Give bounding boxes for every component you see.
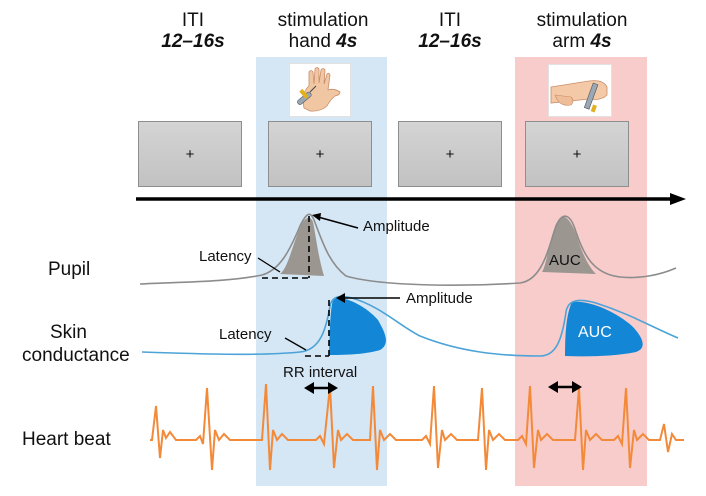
phase-subtitle: hand bbox=[288, 31, 331, 52]
phase-iti-1: ITI 12–16s bbox=[148, 10, 238, 52]
arm-stimulation-icon bbox=[548, 64, 612, 117]
phase-iti-2: ITI 12–16s bbox=[405, 10, 495, 52]
rr-interval-label: RR interval bbox=[283, 364, 358, 381]
row-label-pupil: Pupil bbox=[48, 259, 91, 280]
row-label-skin-2: conductance bbox=[22, 345, 130, 366]
pupil-auc-hand bbox=[280, 217, 324, 276]
fixation-cross: + bbox=[445, 145, 455, 163]
pupil-amplitude-label: Amplitude bbox=[363, 218, 430, 235]
fixation-cross: + bbox=[185, 145, 195, 163]
row-label-heart: Heart beat bbox=[22, 429, 111, 450]
skin-latency-marker bbox=[284, 337, 329, 357]
screen-iti-2: + bbox=[398, 121, 502, 187]
heart-trace bbox=[150, 383, 684, 471]
phase-title: stimulation bbox=[277, 10, 369, 31]
skin-trace bbox=[141, 295, 679, 357]
hand-stimulation-icon bbox=[289, 63, 351, 117]
skin-auc-arm bbox=[565, 301, 643, 357]
pupil-auc-arm bbox=[542, 216, 596, 274]
pupil-latency-marker bbox=[257, 257, 309, 279]
skin-amplitude-label: Amplitude bbox=[406, 290, 473, 307]
skin-latency-label: Latency bbox=[219, 326, 272, 343]
phase-duration: 4s bbox=[336, 31, 358, 52]
phase-duration: 12–16s bbox=[161, 31, 225, 52]
phase-stim-hand: stimulation hand 4s bbox=[258, 10, 388, 52]
screen-iti-1: + bbox=[138, 121, 242, 187]
pupil-latency-label: Latency bbox=[199, 248, 252, 265]
pupil-auc-label: AUC bbox=[549, 252, 581, 269]
skin-amplitude-marker bbox=[328, 293, 400, 356]
pupil-amplitude-marker bbox=[308, 213, 359, 278]
phase-title: stimulation bbox=[536, 10, 628, 31]
screen-stim-arm: + bbox=[525, 121, 629, 187]
skin-auc-hand bbox=[329, 297, 386, 355]
phase-duration: 12–16s bbox=[418, 31, 482, 52]
rr-interval-arrow-hand bbox=[304, 382, 338, 394]
phase-duration: 4s bbox=[590, 31, 612, 52]
fixation-cross: + bbox=[572, 145, 582, 163]
timeline-arrow bbox=[136, 193, 686, 205]
skin-auc-label: AUC bbox=[578, 324, 612, 341]
phase-subtitle: arm bbox=[552, 31, 586, 52]
phase-title: ITI bbox=[181, 10, 205, 31]
screen-stim-hand: + bbox=[268, 121, 372, 187]
fixation-cross: + bbox=[315, 145, 325, 163]
phase-title: ITI bbox=[438, 10, 462, 31]
phase-stim-arm: stimulation arm 4s bbox=[518, 10, 646, 52]
rr-interval-arrow-arm bbox=[548, 381, 582, 393]
row-label-skin-1: Skin bbox=[50, 322, 87, 343]
